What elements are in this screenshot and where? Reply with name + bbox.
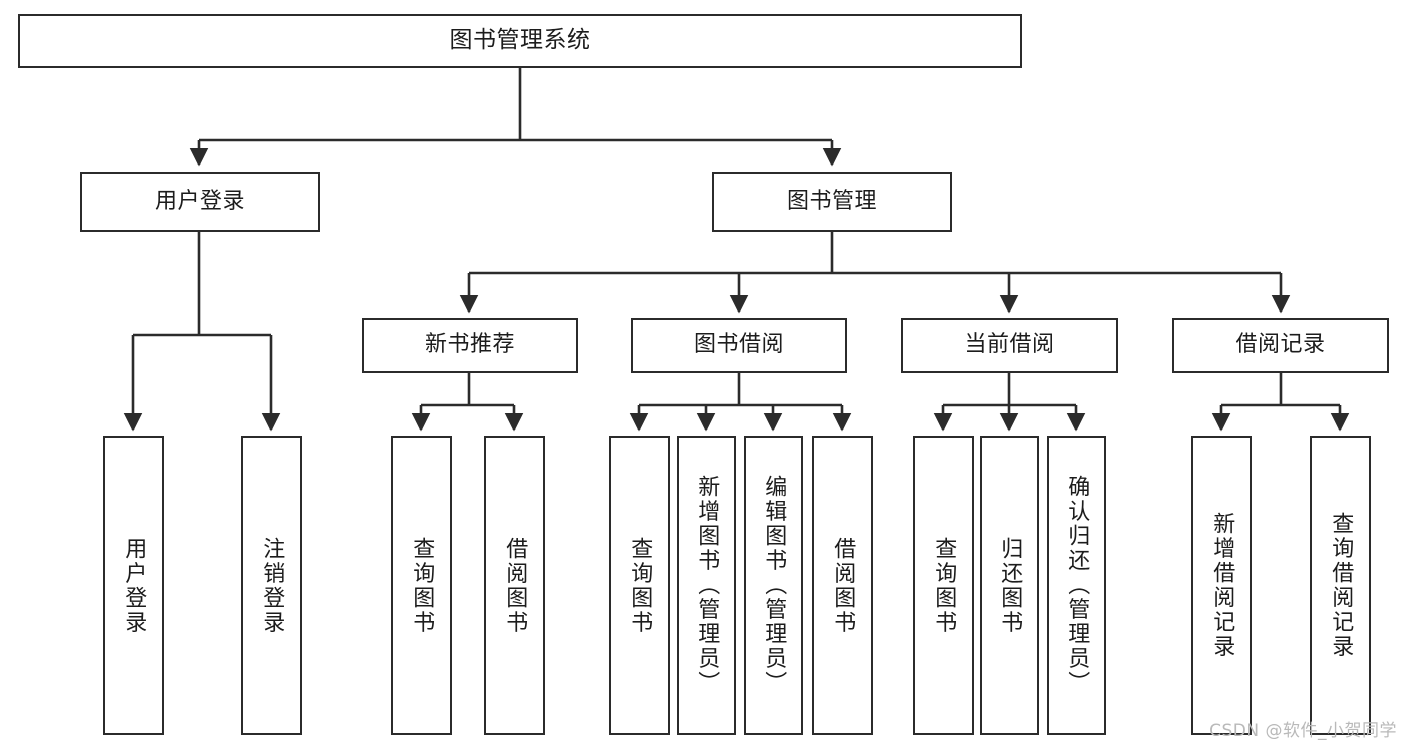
node-label: 新书推荐 (424, 332, 515, 358)
leaf-borrow-borrow-book[interactable]: 借阅图书 (812, 436, 873, 735)
leaf-current-confirm-return-admin[interactable]: 确认归还（管理员） (1047, 436, 1106, 735)
node-label: 借阅记录 (1235, 332, 1326, 358)
node-label: 查询图书 (409, 536, 435, 635)
node-borrow-record[interactable]: 借阅记录 (1172, 318, 1389, 373)
watermark-text: CSDN @软件_小贺同学 (1209, 721, 1397, 741)
leaf-borrow-add-book-admin[interactable]: 新增图书（管理员） (677, 436, 736, 735)
leaf-record-query-record[interactable]: 查询借阅记录 (1310, 436, 1371, 735)
node-label: 新增借阅记录 (1209, 512, 1235, 659)
leaf-user-login-login[interactable]: 用户登录 (103, 436, 164, 735)
leaf-current-return-book[interactable]: 归还图书 (980, 436, 1039, 735)
node-label: 查询图书 (627, 536, 653, 635)
node-label: 归还图书 (997, 536, 1023, 635)
node-label: 用户登录 (121, 536, 147, 635)
node-label: 借阅图书 (830, 536, 856, 635)
node-current-borrow[interactable]: 当前借阅 (901, 318, 1118, 373)
node-new-book-recommend[interactable]: 新书推荐 (362, 318, 578, 373)
node-label: 当前借阅 (964, 332, 1055, 358)
node-root-system[interactable]: 图书管理系统 (18, 14, 1022, 68)
node-label: 图书管理 (786, 188, 877, 214)
node-book-borrow[interactable]: 图书借阅 (631, 318, 847, 373)
leaf-current-query-book[interactable]: 查询图书 (913, 436, 974, 735)
node-label: 用户登录 (154, 188, 245, 214)
leaf-borrow-edit-book-admin[interactable]: 编辑图书（管理员） (744, 436, 803, 735)
node-label: 查询借阅记录 (1328, 512, 1354, 659)
leaf-recommend-query-book[interactable]: 查询图书 (391, 436, 452, 735)
leaf-user-login-logout[interactable]: 注销登录 (241, 436, 302, 735)
node-label: 确认归还（管理员） (1064, 475, 1090, 696)
node-label: 图书管理系统 (449, 27, 591, 54)
node-label: 查询图书 (931, 536, 957, 635)
node-label: 借阅图书 (502, 536, 528, 635)
node-label: 注销登录 (259, 536, 285, 635)
node-label: 编辑图书（管理员） (761, 475, 787, 696)
node-book-management[interactable]: 图书管理 (712, 172, 952, 232)
leaf-borrow-query-book[interactable]: 查询图书 (609, 436, 670, 735)
node-label: 图书借阅 (693, 332, 784, 358)
node-label: 新增图书（管理员） (694, 475, 720, 696)
leaf-record-add-record[interactable]: 新增借阅记录 (1191, 436, 1252, 735)
node-user-login[interactable]: 用户登录 (80, 172, 320, 232)
leaf-recommend-borrow-book[interactable]: 借阅图书 (484, 436, 545, 735)
